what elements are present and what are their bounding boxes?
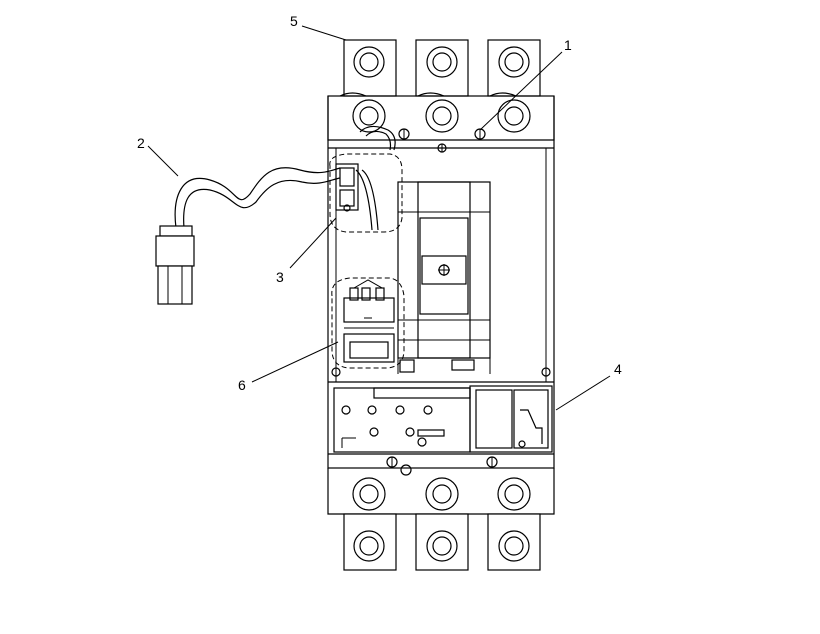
breaker-body <box>327 92 555 469</box>
connector-cable <box>155 167 341 305</box>
top-terminals <box>343 39 541 97</box>
callout-1: 1 <box>564 37 572 53</box>
bottom-terminals <box>327 456 555 571</box>
callout-5: 5 <box>290 13 298 29</box>
callout-2: 2 <box>137 135 145 151</box>
trip-unit-panel <box>331 367 553 453</box>
handle-window <box>397 181 491 374</box>
callout-3: 3 <box>276 269 284 285</box>
auxiliary-contact <box>329 125 403 233</box>
callout-4: 4 <box>614 361 622 377</box>
leader-lines <box>147 25 611 411</box>
callout-6: 6 <box>238 377 246 393</box>
trip-accessory <box>331 277 405 369</box>
